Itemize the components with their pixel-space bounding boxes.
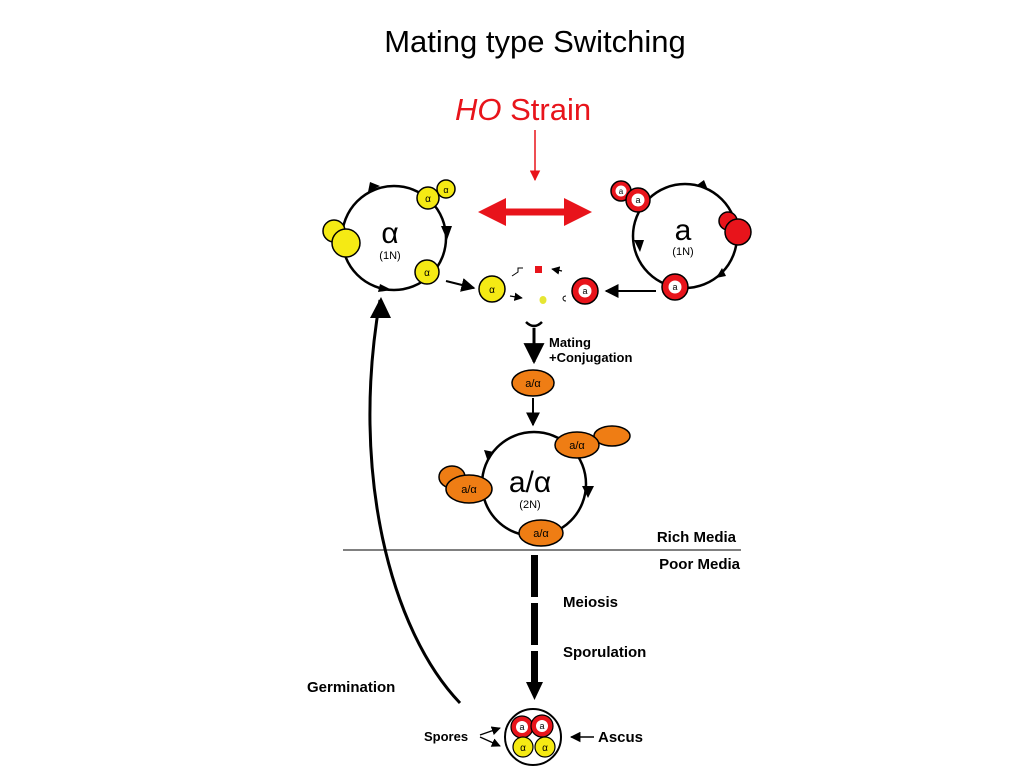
spores-label: Spores xyxy=(424,729,468,744)
strain-word: Strain xyxy=(501,92,592,127)
switch-double-arrow xyxy=(478,198,592,226)
svg-text:a/α: a/α xyxy=(533,528,549,540)
svg-text:α: α xyxy=(542,743,548,754)
meiosis-sporulation-arrow xyxy=(526,555,543,700)
svg-text:a/α: a/α xyxy=(461,484,477,496)
alpha-factor-pheromone xyxy=(539,296,547,304)
alpha-symbol: α xyxy=(381,217,398,250)
a-ploidy: (1N) xyxy=(672,246,693,258)
alpha-cell-top: α α xyxy=(416,179,456,210)
a-cell-top: a a xyxy=(610,180,651,213)
germination-label: Germination xyxy=(307,679,395,696)
a-cell-bottom: a xyxy=(661,273,689,301)
svg-text:a: a xyxy=(672,282,677,292)
conjugation-label: +Conjugation xyxy=(549,350,632,365)
svg-text:a: a xyxy=(539,721,544,731)
svg-text:α: α xyxy=(425,194,431,205)
germination-arrow xyxy=(368,299,462,705)
svg-text:α: α xyxy=(489,285,495,296)
slide-title: Mating type Switching xyxy=(384,24,686,59)
poor-media-label: Poor Media xyxy=(659,556,741,573)
alpha-to-mating-arrow xyxy=(445,278,476,292)
svg-text:α: α xyxy=(443,185,448,195)
alpha-cell-bottom: α xyxy=(414,259,440,285)
alpha-budding-cell xyxy=(322,219,361,258)
alpha-cycle-arrowhead xyxy=(368,182,380,192)
ho-strain-label: HO Strain xyxy=(455,92,591,128)
diploid-symbol: a/α xyxy=(509,466,551,499)
sporulation-label: Sporulation xyxy=(563,644,646,661)
svg-text:α: α xyxy=(424,268,430,279)
ho-italic: HO xyxy=(455,92,502,127)
ascus-circle xyxy=(504,708,562,766)
mating-pair: α a xyxy=(478,266,599,305)
svg-text:α: α xyxy=(520,743,526,754)
svg-text:a: a xyxy=(519,722,524,732)
svg-text:a/α: a/α xyxy=(569,440,585,452)
a-symbol: a xyxy=(675,214,692,247)
ascus: a a α α xyxy=(504,708,562,766)
diploid-cell-top: a/α xyxy=(554,425,631,459)
diploid-budding-cell: a/α xyxy=(438,465,493,504)
alpha-cycle: α (1N) α α α xyxy=(322,179,456,292)
meiosis-label: Meiosis xyxy=(563,594,618,611)
diploid-cell-bottom: a/α xyxy=(518,519,564,547)
svg-text:a/α: a/α xyxy=(525,378,541,390)
spores-arrow-lower xyxy=(479,736,501,747)
svg-text:a: a xyxy=(619,187,624,196)
svg-text:a: a xyxy=(582,286,587,296)
diploid-cycle: a/α (2N) a/α a/α a/α xyxy=(438,425,631,547)
a-cycle: a (1N) a a a xyxy=(610,180,752,301)
diploid-ploidy: (2N) xyxy=(519,499,540,511)
mating-arrow xyxy=(523,321,545,365)
alpha-ploidy: (1N) xyxy=(379,250,400,262)
ascus-label: Ascus xyxy=(598,729,643,746)
zygote-cell: a/α xyxy=(511,369,555,397)
a-budding-cell xyxy=(718,211,752,246)
svg-text:a: a xyxy=(635,195,640,205)
spores-arrow-upper xyxy=(479,726,501,736)
mating-label: Mating xyxy=(549,335,591,350)
rich-media-label: Rich Media xyxy=(657,529,737,546)
a-factor-pheromone xyxy=(535,266,542,273)
